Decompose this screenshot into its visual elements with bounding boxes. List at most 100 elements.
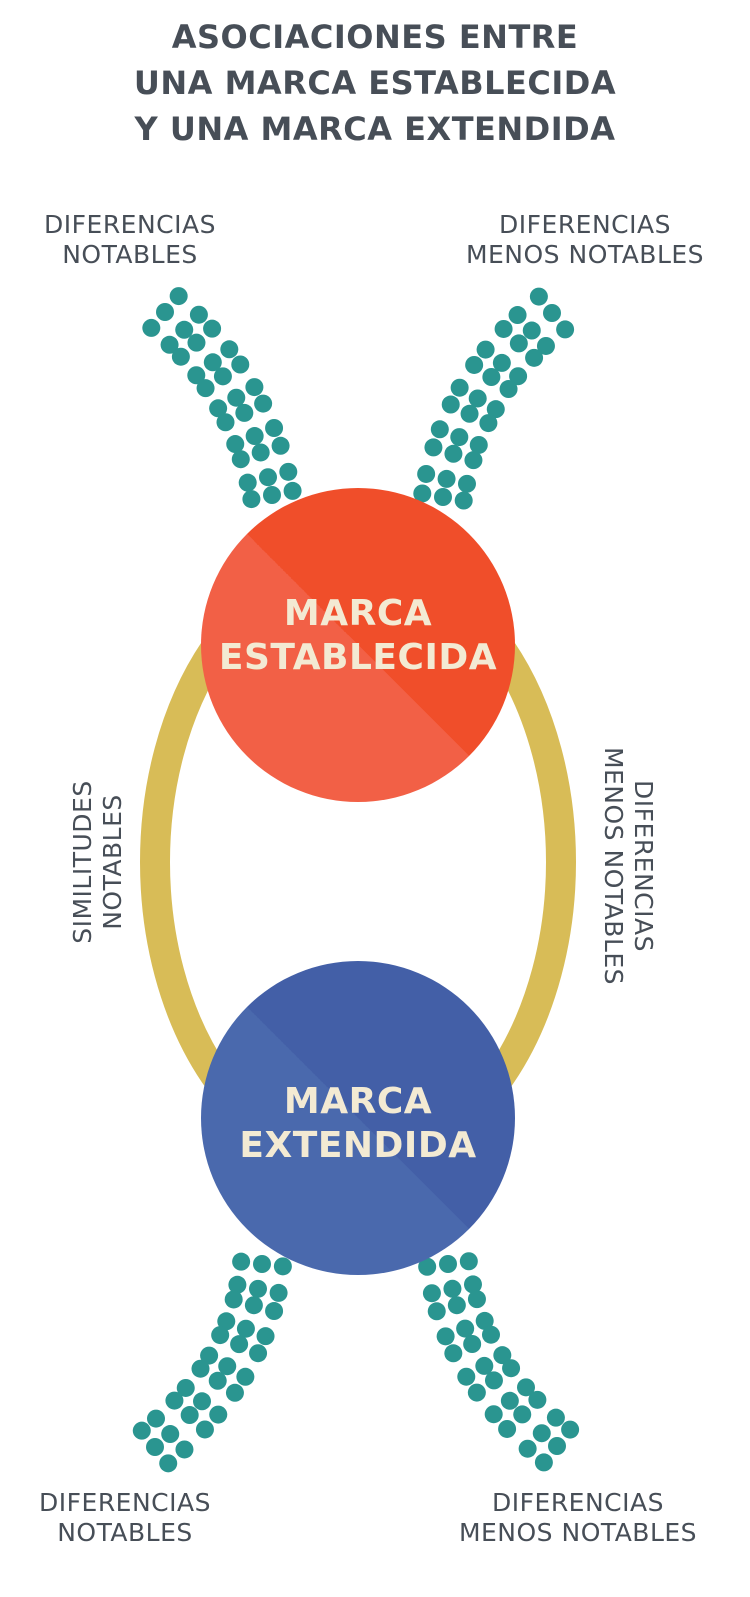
dot xyxy=(546,1408,565,1427)
dot xyxy=(543,304,561,322)
label-line: DIFERENCIAS xyxy=(39,1488,211,1517)
dot xyxy=(534,1453,553,1472)
dot xyxy=(494,319,513,338)
dot xyxy=(176,1378,195,1397)
dot xyxy=(536,336,555,355)
dot xyxy=(209,1405,228,1424)
dot xyxy=(454,491,473,510)
dot xyxy=(439,1255,457,1273)
circle-text-line: MARCA xyxy=(283,1081,433,1122)
dot xyxy=(436,1327,455,1346)
dot xyxy=(180,1406,199,1425)
label-top-left: DIFERENCIAS NOTABLES xyxy=(20,210,240,270)
dot xyxy=(418,1257,437,1276)
dot xyxy=(232,1252,251,1271)
dot xyxy=(203,319,222,338)
dot xyxy=(499,380,518,399)
dot xyxy=(561,1420,580,1439)
dot xyxy=(227,388,246,407)
dot xyxy=(528,1390,547,1409)
dot xyxy=(444,444,463,463)
dot xyxy=(263,486,281,504)
dot xyxy=(443,1279,462,1298)
dot xyxy=(529,287,548,306)
dot xyxy=(200,1346,219,1365)
dot xyxy=(208,1371,227,1390)
dot xyxy=(481,1325,500,1344)
dot xyxy=(441,395,460,414)
dot xyxy=(469,435,488,454)
dot xyxy=(238,473,257,492)
label-right-side: DIFERENCIAS MENOS NOTABLES xyxy=(598,721,658,1011)
dot-strands xyxy=(132,287,580,1473)
dot xyxy=(430,420,449,439)
dot xyxy=(175,1440,194,1459)
dot xyxy=(509,334,528,353)
dot xyxy=(269,1283,288,1302)
dot xyxy=(493,1346,512,1365)
dot xyxy=(457,474,476,493)
dot xyxy=(142,318,161,337)
dot xyxy=(273,1257,292,1276)
dot xyxy=(513,1405,532,1424)
dot xyxy=(465,355,484,374)
dot xyxy=(171,347,190,366)
dot xyxy=(175,320,194,339)
label-line: NOTABLES xyxy=(98,794,127,930)
dot xyxy=(484,1371,503,1390)
dot xyxy=(271,436,290,455)
dot xyxy=(217,1312,236,1331)
dot xyxy=(456,1319,475,1338)
dot xyxy=(492,353,511,372)
label-line: DIFERENCIAS xyxy=(629,780,658,952)
dot xyxy=(245,378,264,397)
dot xyxy=(258,468,277,487)
dot xyxy=(165,1391,184,1410)
dot xyxy=(235,403,254,422)
dot xyxy=(464,451,483,470)
title-line-3: Y UNA MARCA EXTENDIDA xyxy=(134,110,616,148)
dot xyxy=(468,389,487,408)
dot xyxy=(434,488,452,506)
dot xyxy=(245,427,264,446)
dot xyxy=(265,419,284,438)
dot xyxy=(224,1290,243,1309)
label-line: DIFERENCIAS xyxy=(44,210,216,239)
dot xyxy=(254,394,273,413)
title-line-1: ASOCIACIONES ENTRE xyxy=(171,18,579,56)
circle-text-line: MARCA xyxy=(283,593,433,634)
label-line: MENOS NOTABLES xyxy=(599,746,628,986)
dot xyxy=(447,1296,466,1315)
dot xyxy=(159,1454,178,1473)
label-left-side: SIMILITUDES NOTABLES xyxy=(68,752,128,972)
dot xyxy=(484,1405,503,1424)
label-line: NOTABLES xyxy=(57,1518,193,1547)
extended-brand-label: MARCA EXTENDIDA xyxy=(198,1080,518,1168)
dot xyxy=(236,1319,255,1338)
label-line: SIMILITUDES xyxy=(68,780,97,944)
dot xyxy=(457,1367,476,1386)
dot xyxy=(508,306,527,325)
dot xyxy=(169,287,188,306)
dot xyxy=(226,435,245,454)
dot xyxy=(213,367,232,386)
dot xyxy=(220,340,239,359)
dot xyxy=(236,1367,255,1386)
circle-text-line: EXTENDIDA xyxy=(239,1125,477,1166)
dot xyxy=(242,490,261,509)
label-line: DIFERENCIAS xyxy=(492,1488,664,1517)
dot xyxy=(195,1420,214,1439)
dot xyxy=(500,1391,519,1410)
label-line: DIFERENCIAS xyxy=(499,210,671,239)
dot xyxy=(424,438,443,457)
dot xyxy=(161,1425,180,1444)
label-bottom-left: DIFERENCIAS NOTABLES xyxy=(15,1488,235,1548)
dot xyxy=(479,414,498,433)
dot xyxy=(450,378,469,397)
dot xyxy=(459,1252,478,1271)
dot xyxy=(460,404,479,423)
dot xyxy=(467,1290,486,1309)
dot xyxy=(444,1344,463,1363)
dot xyxy=(192,1392,211,1411)
